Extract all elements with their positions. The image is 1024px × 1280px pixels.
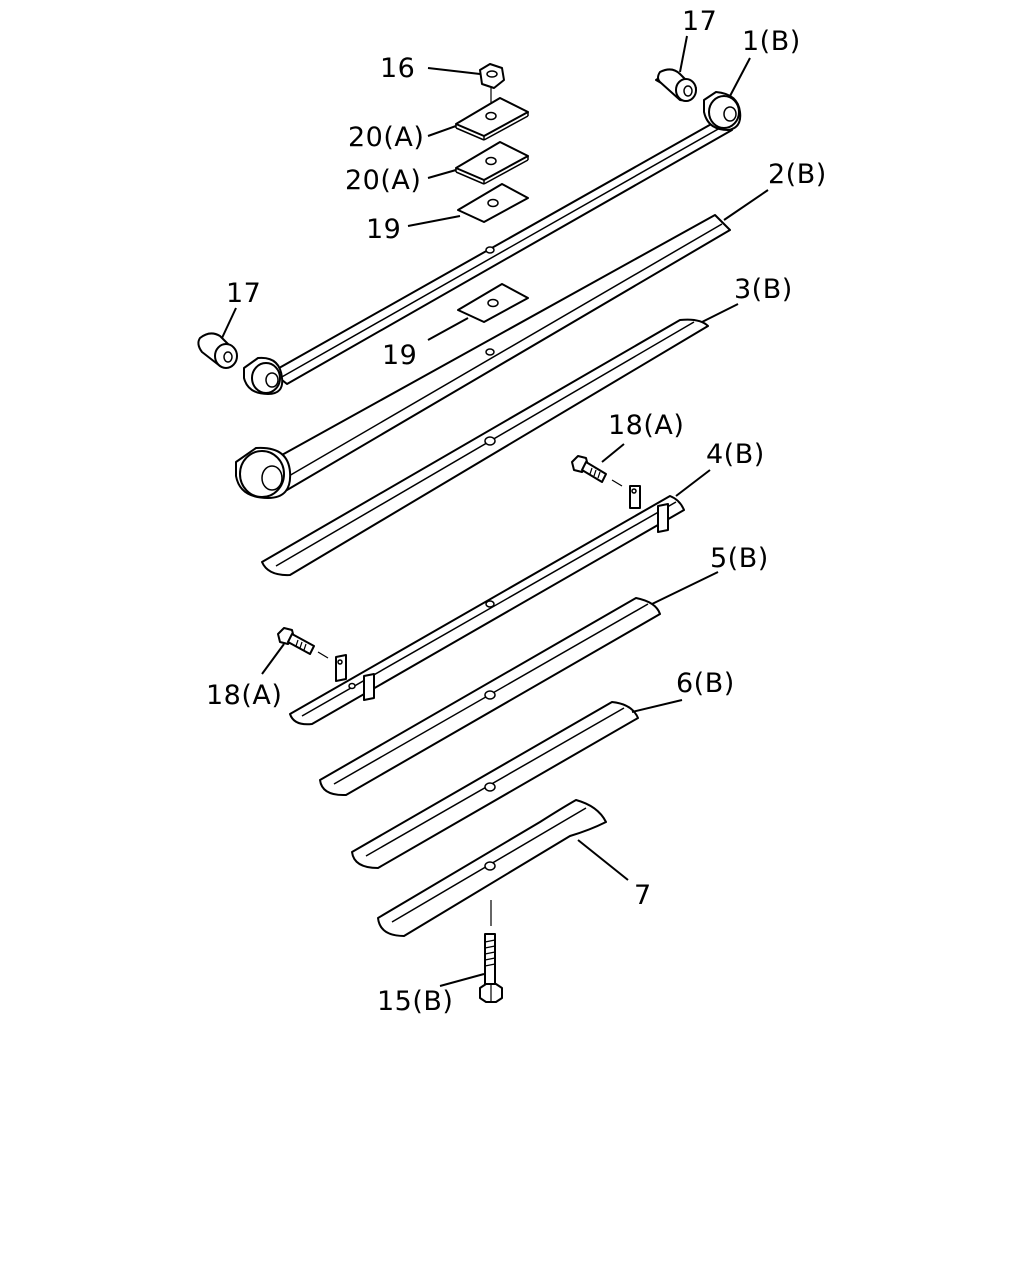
leaf-7 bbox=[377, 799, 607, 937]
callout-20a-upper: 20(A) bbox=[348, 122, 424, 153]
callout-17-front: 17 bbox=[226, 278, 261, 309]
callout-20a-lower: 20(A) bbox=[345, 165, 421, 196]
callout-17-rear: 17 bbox=[682, 6, 717, 37]
callout-4b: 4(B) bbox=[706, 439, 765, 470]
spacer-plate-upper bbox=[455, 97, 529, 141]
callout-19-upper: 19 bbox=[366, 214, 401, 245]
callout-7: 7 bbox=[634, 880, 652, 911]
callout-18a-rear: 18(A) bbox=[608, 410, 684, 441]
callout-6b: 6(B) bbox=[676, 668, 735, 699]
callout-19-lower: 19 bbox=[382, 340, 417, 371]
leaf-4 bbox=[289, 485, 685, 726]
clip-bolt-rear bbox=[571, 455, 607, 483]
front-eye-leaf-2 bbox=[235, 446, 292, 499]
callout-16: 16 bbox=[380, 53, 415, 84]
center-bolt bbox=[479, 933, 503, 1003]
callout-5b: 5(B) bbox=[710, 543, 769, 574]
leaf-5 bbox=[319, 597, 661, 797]
callout-1b: 1(B) bbox=[742, 26, 801, 57]
front-eye-leaf-1 bbox=[243, 356, 284, 395]
clip-bolt-front bbox=[277, 627, 315, 655]
bushing-rear bbox=[655, 68, 697, 102]
callout-18a-front: 18(A) bbox=[206, 680, 282, 711]
rear-eye-leaf-1 bbox=[703, 91, 742, 131]
rebound-clip-rear bbox=[629, 485, 669, 533]
callout-15b: 15(B) bbox=[377, 986, 453, 1017]
rebound-clip-front bbox=[335, 654, 375, 701]
pad-lower bbox=[457, 283, 529, 323]
callout-labels: 16 20(A) 20(A) 19 19 17 1(B) 17 2(B) 3(B… bbox=[206, 6, 827, 1017]
leaf-6 bbox=[351, 701, 639, 869]
center-nut bbox=[479, 63, 505, 89]
main-leaf-1 bbox=[243, 91, 742, 395]
callout-3b: 3(B) bbox=[734, 274, 793, 305]
bushing-front bbox=[197, 332, 238, 369]
callout-2b: 2(B) bbox=[768, 159, 827, 190]
leaf-2 bbox=[235, 214, 731, 499]
spacer-plate-lower bbox=[455, 141, 529, 185]
pad-upper bbox=[457, 183, 529, 223]
leader-lines bbox=[221, 35, 769, 987]
leaf-3 bbox=[261, 318, 709, 577]
